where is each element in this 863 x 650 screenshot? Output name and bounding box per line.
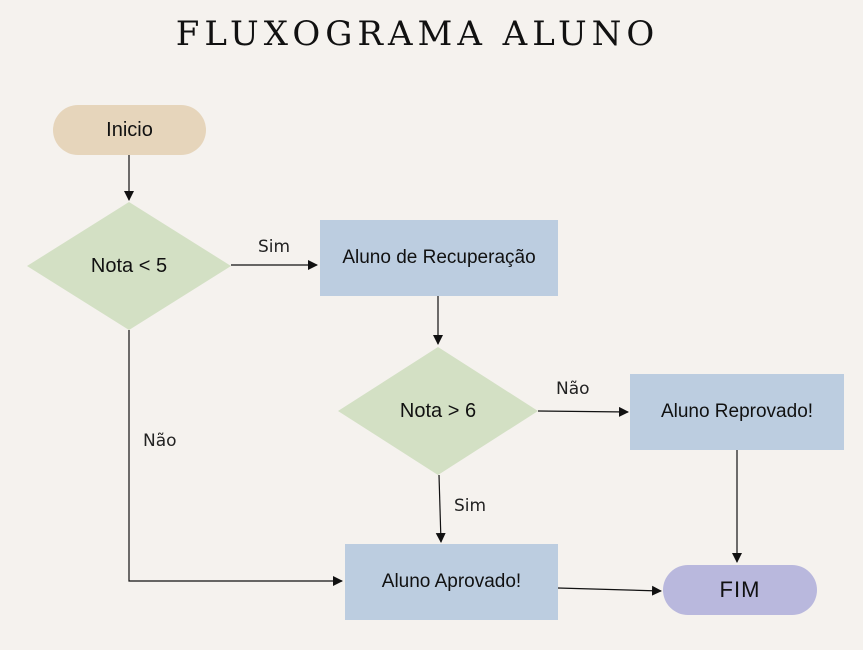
- decision-nota-menor-5-shape: [27, 202, 231, 330]
- arrow-decision1-nao: [128, 330, 343, 586]
- decision-nota-maior-6-label: Nota > 6: [399, 400, 477, 422]
- arrow-decision2-nao: [537, 406, 629, 417]
- start-node: Inicio: [53, 105, 206, 155]
- edge-label-d2-sim: Sim: [454, 496, 487, 516]
- edge-label-d1-nao: Não: [143, 431, 177, 451]
- diagram-title: FLUXOGRAMA ALUNO: [175, 14, 660, 54]
- edge-label-d2-nao: Não: [556, 379, 590, 399]
- process-aluno-aprovado: Aluno Aprovado!: [345, 544, 558, 620]
- decision-nota-menor-5-label: Nota < 5: [90, 255, 168, 277]
- edge-label-d1-sim: Sim: [258, 237, 291, 257]
- process-aluno-reprovado: Aluno Reprovado!: [630, 374, 844, 450]
- arrow-decision2-sim: [435, 474, 446, 543]
- decision-nota-maior-6-shape: [338, 347, 538, 475]
- end-node: FIM: [663, 565, 817, 615]
- arrow-aprovado-to-fim: [557, 585, 662, 596]
- process-aluno-recuperacao: Aluno de Recuperação: [320, 220, 558, 296]
